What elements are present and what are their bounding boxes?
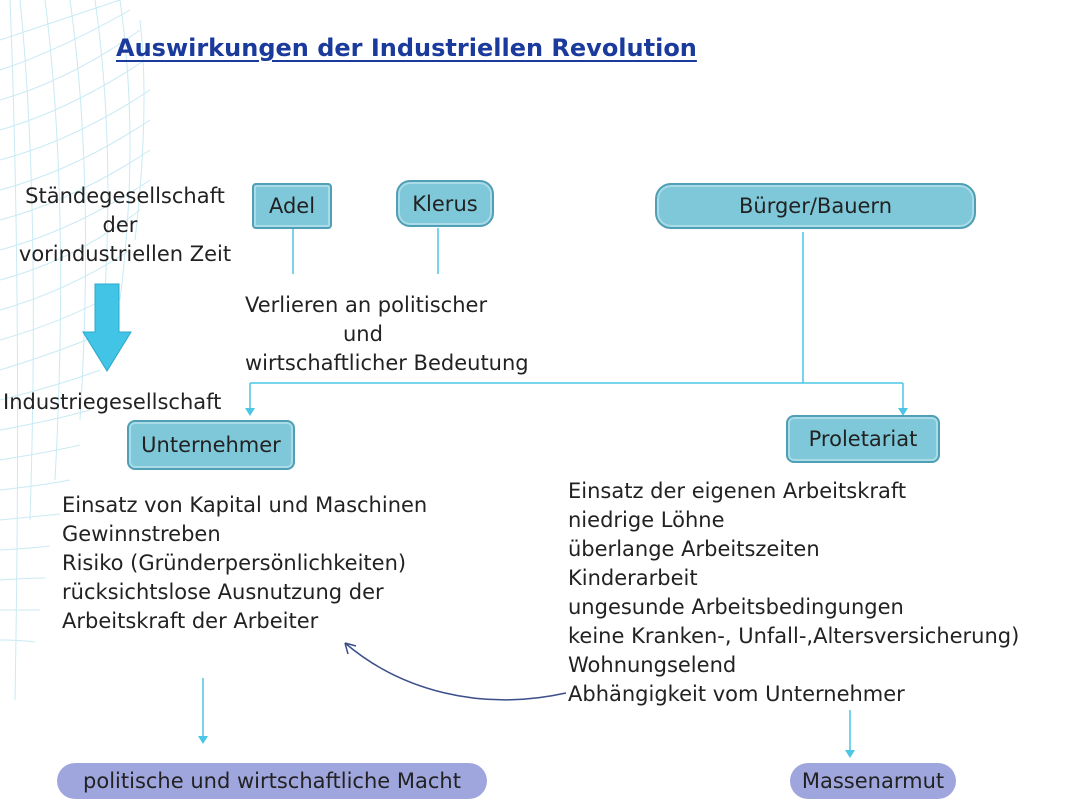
result-pill-power: politische und wirtschaftliche Macht (57, 763, 487, 799)
result-label-mass-poverty: Massenarmut (801, 769, 945, 793)
unternehmer-label: Unternehmer (141, 433, 281, 457)
unternehmer-characteristics-list: Einsatz von Kapital und Maschinen Gewinn… (62, 491, 427, 636)
proletariat-box: Proletariat (786, 415, 940, 463)
estate-label-klerus: Klerus (412, 191, 478, 216)
proletariat-point: überlange Arbeitszeiten (568, 537, 820, 561)
unternehmer-point: Risiko (Gründerpersönlichkeiten) (62, 551, 407, 575)
transition-down-arrow (82, 283, 132, 372)
exploitation-curved-arrow (344, 642, 567, 701)
proletariat-point: ungesunde Arbeitsbedingungen (568, 595, 904, 619)
estate-label-adel: Adel (268, 194, 316, 218)
estate-box-buerger-bauern: Bürger/Bauern (655, 183, 976, 229)
proletariat-point: niedrige Löhne (568, 508, 725, 532)
unternehmer-point: Einsatz von Kapital und Maschinen (62, 493, 428, 517)
page-title: Auswirkungen der Industriellen Revolutio… (116, 34, 697, 62)
estate-box-adel: Adel (252, 183, 332, 229)
proletariat-point: keine Kranken-, Unfall-,Altersversicheru… (568, 624, 1020, 648)
proletariat-label: Proletariat (808, 427, 918, 451)
unternehmer-point: rücksichtslose Ausnutzung der (62, 580, 384, 604)
result-pill-mass-poverty: Massenarmut (790, 763, 956, 799)
pre-industrial-line-3: vorindustriellen Zeit (18, 242, 232, 266)
pre-industrial-label: Ständegesellschaft der vorindustriellen … (10, 182, 240, 269)
loss-line-2: und (343, 322, 383, 346)
industrial-society-label: Industriegesellschaft (3, 390, 222, 414)
unternehmer-point: Arbeitskraft der Arbeiter (62, 609, 319, 633)
result-label-power: politische und wirtschaftliche Macht (83, 769, 461, 793)
loss-line-3: wirtschaftlicher Bedeutung (245, 351, 529, 375)
proletariat-point: Wohnungselend (568, 653, 737, 677)
unternehmer-box: Unternehmer (127, 420, 295, 470)
proletariat-characteristics-list: Einsatz der eigenen Arbeitskraft niedrig… (568, 477, 1019, 709)
loss-line-1: Verlieren an politischer (245, 293, 488, 317)
loss-of-significance-text: Verlieren an politischer und wirtschaftl… (245, 291, 529, 378)
unternehmer-point: Gewinnstreben (62, 522, 221, 546)
proletariat-point: Einsatz der eigenen Arbeitskraft (568, 479, 907, 503)
proletariat-point: Abhängigkeit vom Unternehmer (568, 682, 905, 706)
pre-industrial-line-2: der (102, 213, 138, 237)
pre-industrial-line-1: Ständegesellschaft (25, 184, 225, 208)
proletariat-point: Kinderarbeit (568, 566, 698, 590)
estate-box-klerus: Klerus (396, 180, 494, 227)
estate-label-buerger-bauern: Bürger/Bauern (738, 194, 893, 218)
